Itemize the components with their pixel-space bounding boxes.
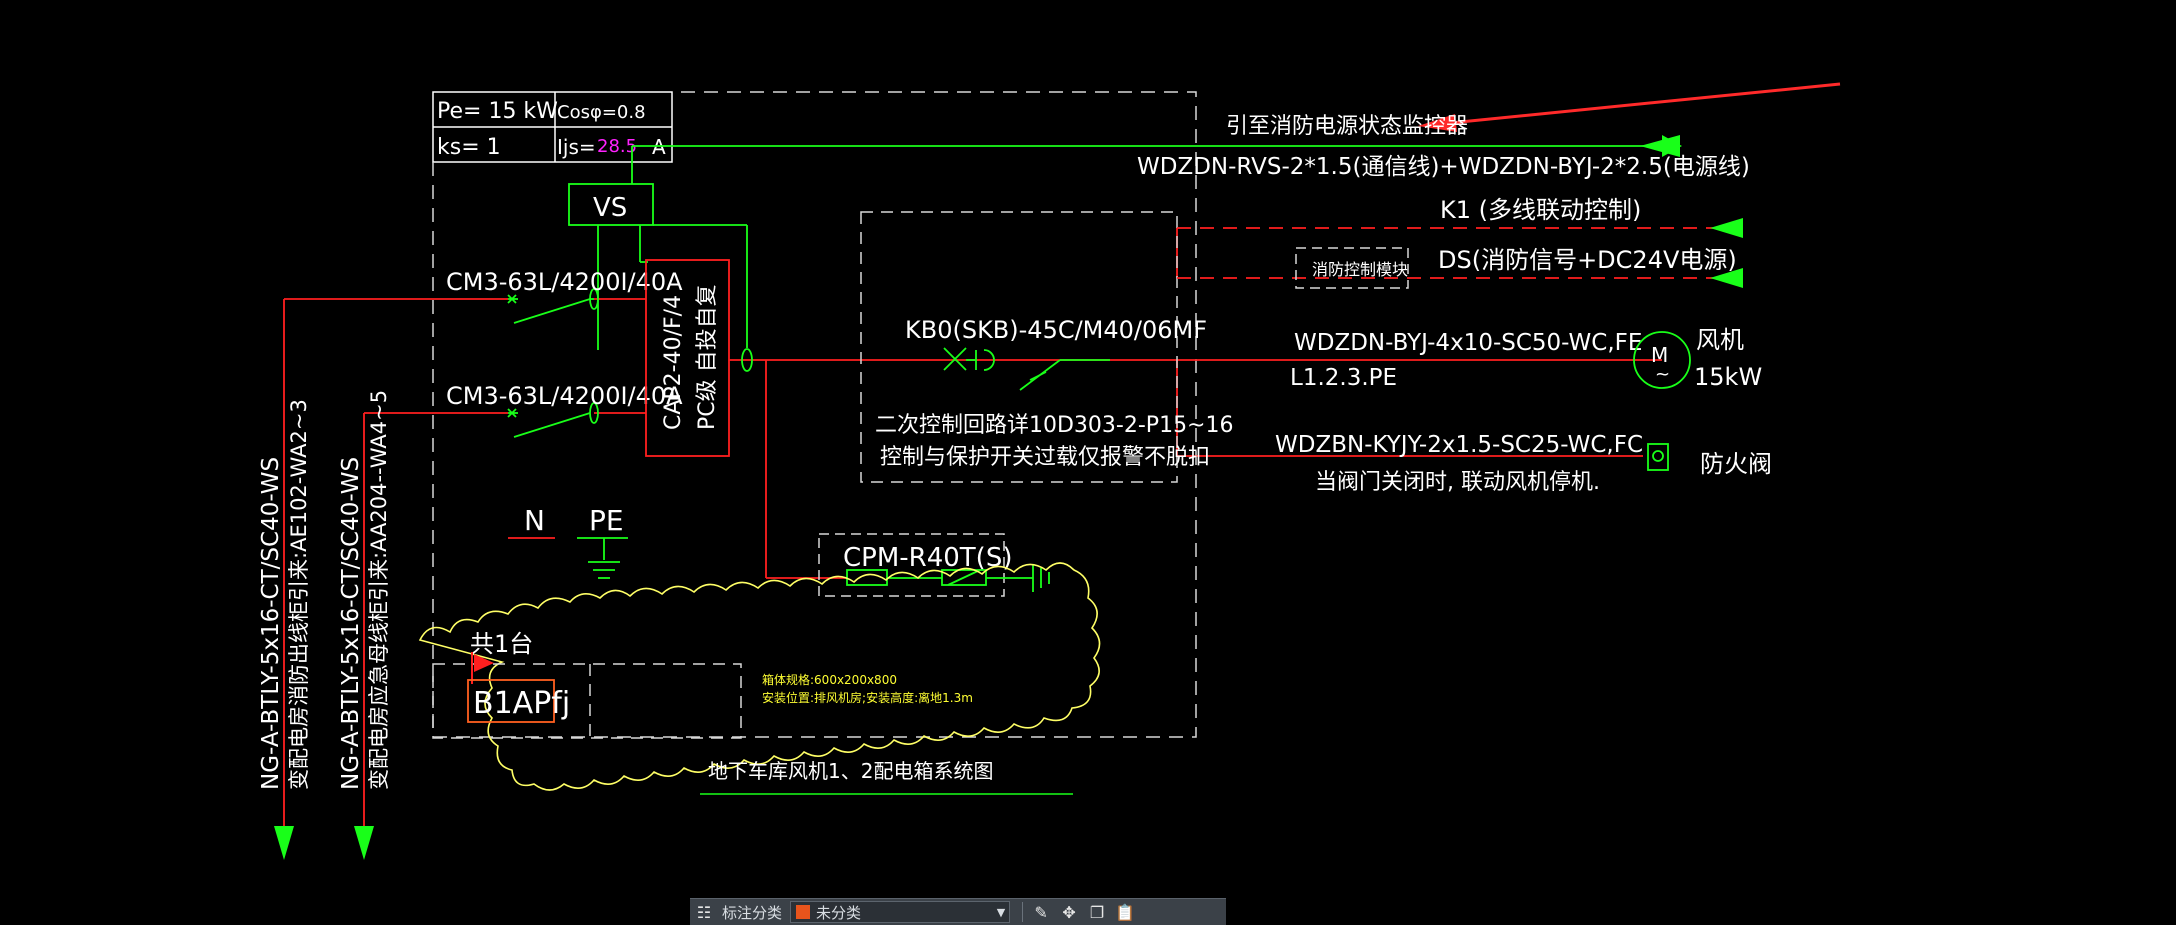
- kbo-switch: [943, 347, 1110, 391]
- damper-name: 防火阀: [1700, 450, 1772, 478]
- fan-phase: L1.2.3.PE: [1290, 365, 1397, 391]
- feeder-1-cable: NG-A-BTLY-5x16-CT/SC40-WS: [258, 457, 284, 790]
- monitor-wiring: [597, 145, 1662, 350]
- distribution-box-enclosure: [432, 91, 1197, 738]
- motor-letter: M: [1651, 343, 1668, 367]
- red-pointer-arrow: [1418, 82, 1841, 132]
- fire-control-module: [1295, 247, 1409, 289]
- motor-symbol: [1633, 331, 1691, 389]
- load-data-box: [432, 91, 673, 163]
- category-select[interactable]: 未分类 ▼: [790, 901, 1011, 923]
- secondary-note-2: 控制与保护开关过载仅报警不脱扣: [880, 445, 1210, 470]
- category-select-value: 未分类: [816, 903, 862, 922]
- surge-protector-box: [818, 533, 1005, 597]
- module-label: 消防控制模块: [1312, 260, 1408, 279]
- k1-label: K1 (多线联动控制): [1440, 196, 1641, 224]
- panel-outline: [432, 663, 742, 739]
- fan-name: 风机: [1696, 326, 1744, 354]
- label-category-text: 标注分类: [722, 903, 783, 922]
- breaker-1: [507, 288, 599, 324]
- ds-arrow: [1710, 268, 1743, 288]
- feeder-2-arrow: [354, 826, 374, 860]
- breaker-2: [507, 402, 599, 438]
- feeder-1-arrow: [274, 826, 294, 860]
- monitor-arrow-head: [1640, 135, 1680, 157]
- earth-label: PE: [589, 504, 624, 537]
- layout-icon[interactable]: ☷: [696, 902, 712, 922]
- earth-symbol: [577, 537, 628, 579]
- ats-switch: [645, 259, 753, 457]
- chevron-down-icon: ▼: [996, 905, 1006, 919]
- ats-model: CAP2-40/F/4: [661, 295, 686, 430]
- box-spec-2: 安装位置:排风机房;安装高度:离地1.3m: [762, 690, 973, 705]
- ks-value: ks= 1: [437, 135, 501, 160]
- feeder-1-source: 变配电房消防出线柜引来:AE102-WA2~3: [287, 399, 311, 790]
- annotation-toolbar: ☷ 标注分类 未分类 ▼ ✎ ✥ ❐ 📋: [690, 898, 1226, 925]
- box-id: B1APfj: [473, 686, 570, 721]
- count-flag: [471, 652, 494, 684]
- paste-icon[interactable]: 📋: [1115, 902, 1135, 922]
- secondary-control-box: [860, 211, 1178, 483]
- drawing-title: 地下车库风机1、2配电箱系统图: [708, 759, 993, 783]
- copy-icon[interactable]: ❐: [1089, 902, 1105, 922]
- feeder-2-cable: NG-A-BTLY-5x16-CT/SC40-WS: [338, 457, 364, 790]
- monitor-title: 引至消防电源状态监控器: [1226, 114, 1468, 139]
- vs-label: VS: [593, 193, 627, 223]
- ds-label: DS(消防信号+DC24V电源): [1438, 246, 1737, 274]
- k1-arrow: [1710, 218, 1743, 238]
- fan-cable: WDZDN-BYJ-4x10-SC50-WC,FE: [1294, 330, 1642, 356]
- kbo-label: KB0(SKB)-45C/M40/06MF: [905, 316, 1207, 344]
- revision-cloud: [418, 562, 1101, 791]
- box-spec-1: 箱体规格:600x200x800: [762, 672, 897, 687]
- motor-tilde: ~: [1655, 364, 1670, 385]
- feeder-2-source: 变配电房应急母线柜引来:AA204--WA4~5: [367, 390, 391, 790]
- secondary-note-1: 二次控制回路详10D303-2-P15~16: [875, 413, 1234, 438]
- edit-icon[interactable]: ✎: [1034, 902, 1048, 922]
- damper-symbol: [1647, 443, 1669, 471]
- cos-value: Cosφ=0.8: [557, 102, 646, 123]
- move-icon[interactable]: ✥: [1062, 902, 1076, 922]
- spd-label: CPM-R40T(S): [843, 543, 1012, 573]
- damper-cable: WDZBN-KYJY-2x1.5-SC25-WC,FC: [1275, 432, 1643, 458]
- count-mark: 共1台: [470, 630, 533, 658]
- monitor-cable: WDZDN-RVS-2*1.5(通信线)+WDZDN-BYJ-2*2.5(电源线…: [1137, 154, 1750, 180]
- toolbar-divider: [1022, 902, 1024, 922]
- damper-note: 当阀门关闭时, 联动风机停机.: [1315, 470, 1600, 495]
- ijs-label: Ijs=: [557, 135, 596, 159]
- ijs-unit: A: [652, 135, 666, 159]
- voltage-sensor: [568, 183, 654, 226]
- box-id-frame: [467, 679, 555, 723]
- breaker-1-label: CM3-63L/4200I/40A: [446, 268, 683, 296]
- ijs-value: 28.5: [597, 136, 637, 157]
- neutral-label: N: [524, 504, 545, 537]
- fan-power: 15kW: [1694, 363, 1762, 391]
- pe-value: Pe= 15 kW: [437, 99, 558, 124]
- category-swatch: [796, 905, 811, 919]
- breaker-2-label: CM3-63L/4200I/40A: [446, 382, 683, 410]
- ats-class: PC级 自投自复: [695, 284, 720, 430]
